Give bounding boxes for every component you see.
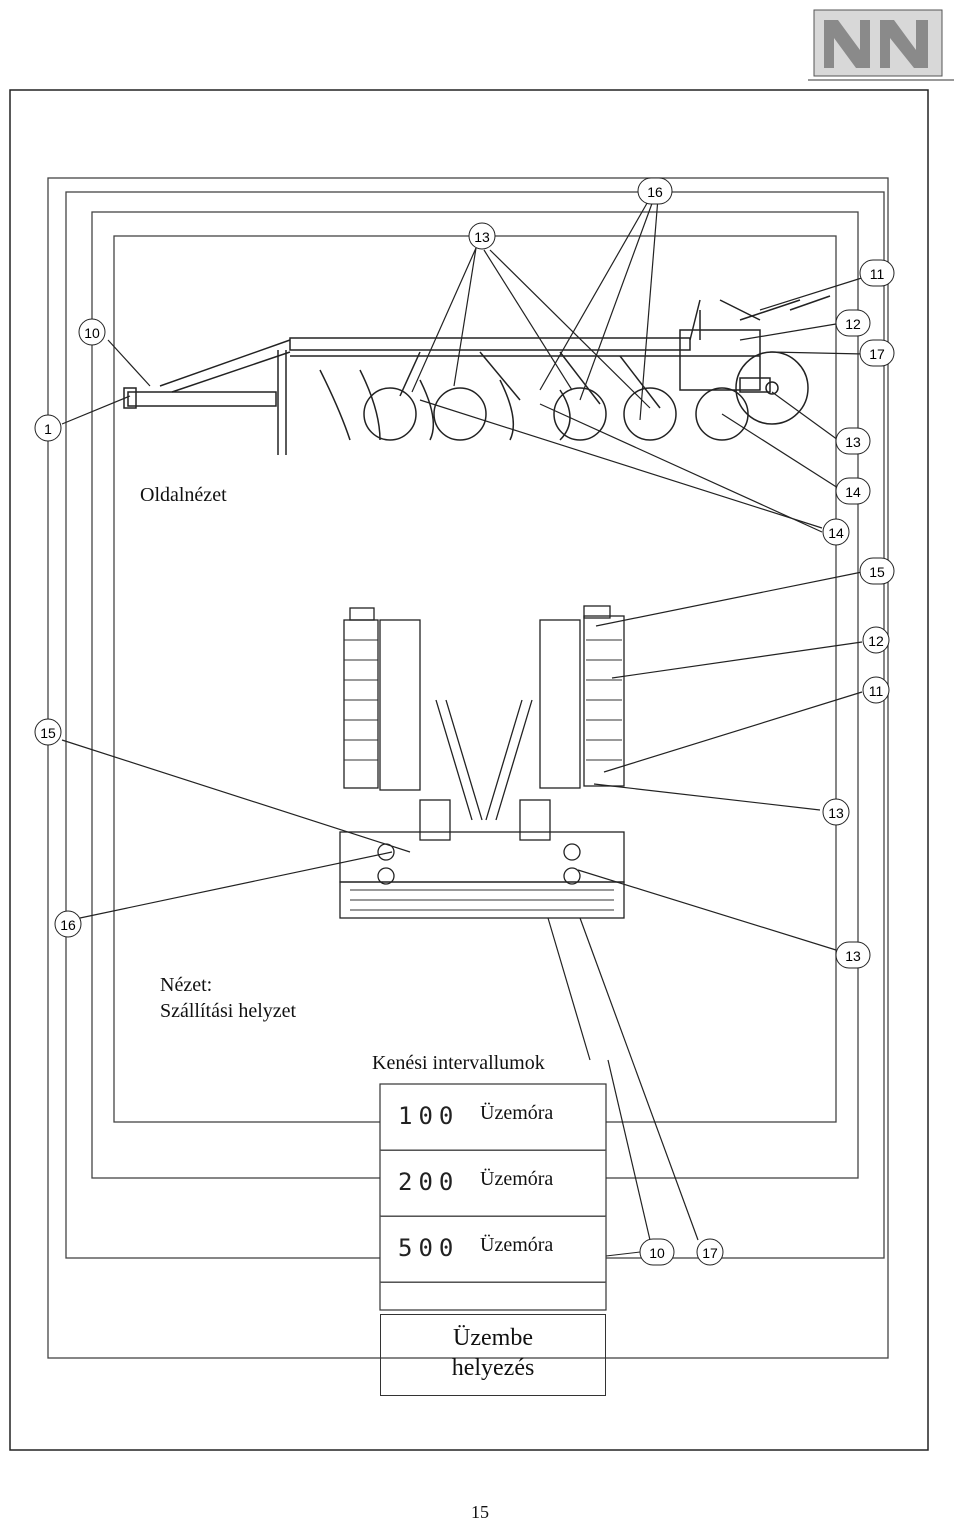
side-view-label: Oldalnézet (140, 484, 227, 506)
callout-marker: 15 (34, 718, 62, 746)
callout-marker: 13 (835, 941, 871, 969)
svg-text:10: 10 (649, 1245, 665, 1261)
callout-marker: 12 (862, 626, 890, 654)
svg-text:11: 11 (869, 683, 884, 699)
callout-marker: 10 (639, 1238, 675, 1266)
svg-text:15: 15 (869, 564, 885, 580)
interval-unit: Üzemóra (480, 1234, 554, 1256)
callout-marker: 17 (859, 339, 895, 367)
interval-hours: 500 (398, 1234, 460, 1262)
svg-text:17: 17 (869, 346, 885, 362)
callout-marker: 16 (54, 910, 82, 938)
callout-marker: 17 (696, 1238, 724, 1266)
callout-marker: 13 (468, 222, 496, 250)
interval-row: 100 Üzemóra (380, 1084, 606, 1151)
commissioning-line: helyezés (451, 1355, 535, 1381)
svg-text:16: 16 (647, 184, 663, 200)
svg-text:13: 13 (845, 948, 861, 964)
svg-text:17: 17 (702, 1245, 718, 1261)
commissioning-line: Üzembe (453, 1325, 533, 1351)
interval-hours: 100 (398, 1102, 460, 1130)
callout-marker: 14 (835, 477, 871, 505)
leader-lines (61, 197, 869, 1241)
svg-text:16: 16 (60, 917, 76, 933)
callout-marker: 14 (822, 518, 850, 546)
transport-view-machine (339, 605, 625, 919)
side-view-machine (123, 295, 831, 455)
svg-text:14: 14 (828, 525, 844, 541)
svg-text:12: 12 (868, 633, 884, 649)
transport-position-caption: Szállítási helyzet (160, 1000, 297, 1022)
callout-marker: 12 (835, 309, 871, 337)
view-label: Nézet: Szállítási helyzet (160, 972, 296, 1024)
interval-row: 200 Üzemóra (380, 1150, 606, 1217)
interval-unit: Üzemóra (480, 1102, 554, 1124)
callout-marker: 1 (34, 414, 62, 442)
svg-text:15: 15 (40, 725, 56, 741)
svg-text:1: 1 (44, 421, 52, 437)
lubrication-table-frame (379, 1083, 607, 1311)
company-logo (808, 9, 954, 81)
commissioning-box: Üzembe helyezés (380, 1314, 606, 1396)
svg-text:11: 11 (870, 266, 885, 282)
callout-marker: 10 (78, 318, 106, 346)
interval-unit: Üzemóra (480, 1168, 554, 1190)
page-number: 15 (471, 1502, 489, 1522)
callout-marker: 15 (859, 557, 895, 585)
svg-text:13: 13 (828, 805, 844, 821)
callout-marker: 11 (859, 259, 895, 287)
callout-marker: 16 (637, 177, 673, 205)
lubrication-title: Kenési intervallumok (372, 1052, 545, 1074)
svg-text:13: 13 (474, 229, 490, 245)
svg-text:10: 10 (84, 325, 100, 341)
svg-text:12: 12 (845, 316, 861, 332)
callout-marker: 13 (822, 798, 850, 826)
page-frame (9, 89, 929, 1451)
svg-text:14: 14 (845, 484, 861, 500)
callout-markers: 1 10 11 12 13 13 14 15 16 17 10 11 12 13… (34, 177, 895, 1266)
svg-text:13: 13 (845, 434, 861, 450)
callout-marker: 11 (862, 676, 890, 704)
interval-hours: 200 (398, 1168, 460, 1196)
callout-marker: 13 (835, 427, 871, 455)
view-caption: Nézet: (160, 974, 213, 996)
interval-row: 500 Üzemóra (380, 1216, 606, 1283)
